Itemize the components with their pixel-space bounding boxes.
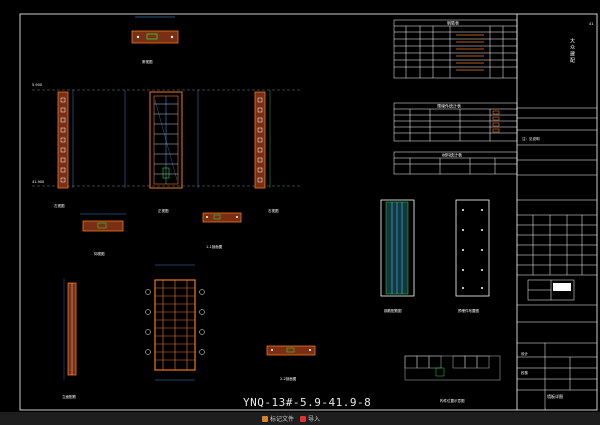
section-1-1: 仰视图 xyxy=(80,213,126,256)
plan-view-top: 俯视图 xyxy=(131,16,179,64)
section-lower-small: 2-2剖面图 xyxy=(266,345,316,381)
rebar-view-label: 钢筋配筋图 xyxy=(384,308,402,313)
bottom-view-label: 仰视图 xyxy=(94,251,105,256)
elev-1-label: 立面配筋 xyxy=(62,394,76,399)
bottom-status-bar: 标记文件 导入 xyxy=(0,412,600,425)
title-logo-block xyxy=(553,283,571,291)
rebar-detail-view: 钢筋配筋图 xyxy=(380,199,415,313)
embed-table-title: 预埋件统计表 xyxy=(437,103,461,109)
key-plan xyxy=(404,355,501,381)
key-plan-label: 构件位置示意图 xyxy=(440,398,465,403)
embed-detail-view: 预埋件布置图 xyxy=(455,199,490,313)
page-mark: 41 xyxy=(589,22,593,26)
rebar-table xyxy=(393,19,518,79)
elevation-column-lower: 立面配筋 xyxy=(62,278,76,399)
material-table-title: 材料统计表 xyxy=(442,152,462,158)
left-view-panel: 左视图 xyxy=(54,90,74,208)
plan-top-label: 俯视图 xyxy=(142,59,153,64)
rebar-table-title: 钢筋表 xyxy=(447,20,459,26)
right-view-label: 右视图 xyxy=(268,208,279,213)
rebar-panel-lower xyxy=(145,264,205,381)
file-mark-icon xyxy=(262,415,268,422)
side-note-text: 注：见说明 xyxy=(522,136,540,141)
taskbar-item-import[interactable]: 导入 xyxy=(300,414,320,423)
drawing-name: 墙板详图 xyxy=(547,393,563,399)
section-2-2: 1-1剖面图 xyxy=(202,212,242,249)
front-view-label: 正视图 xyxy=(158,208,169,213)
title-block xyxy=(517,107,597,410)
drawing-code-title: YNQ-13#-5.9-41.9-8 xyxy=(243,396,371,409)
taskbar-item-mark-label: 标记文件 xyxy=(270,416,295,423)
import-icon xyxy=(300,415,307,422)
right-view-panel: 右视图 xyxy=(254,90,279,213)
check-label: 校核 xyxy=(521,370,529,375)
embed-table xyxy=(393,102,518,142)
rebar-table-shapes xyxy=(456,34,484,71)
title-vertical-text: 大 众 建 配 xyxy=(569,37,575,64)
embed-table-icons xyxy=(492,110,500,133)
section-1-label: 1-1剖面图 xyxy=(206,244,223,249)
front-view-panel: 正视图 xyxy=(124,90,199,213)
section-2-label: 2-2剖面图 xyxy=(280,376,297,381)
cad-drawing-canvas[interactable]: 俯视图 5.900 41.900 左视图 xyxy=(0,0,600,412)
left-view-label: 左视图 xyxy=(54,203,65,208)
embed-view-label: 预埋件布置图 xyxy=(458,308,479,313)
taskbar-item-mark[interactable]: 标记文件 xyxy=(262,414,294,423)
drawing-frame xyxy=(19,13,598,411)
level-top-text: 5.900 xyxy=(32,83,42,87)
level-bottom-text: 41.900 xyxy=(32,180,44,184)
design-label: 设计 xyxy=(521,351,529,356)
taskbar-item-import-label: 导入 xyxy=(308,416,321,423)
material-table xyxy=(393,151,518,175)
